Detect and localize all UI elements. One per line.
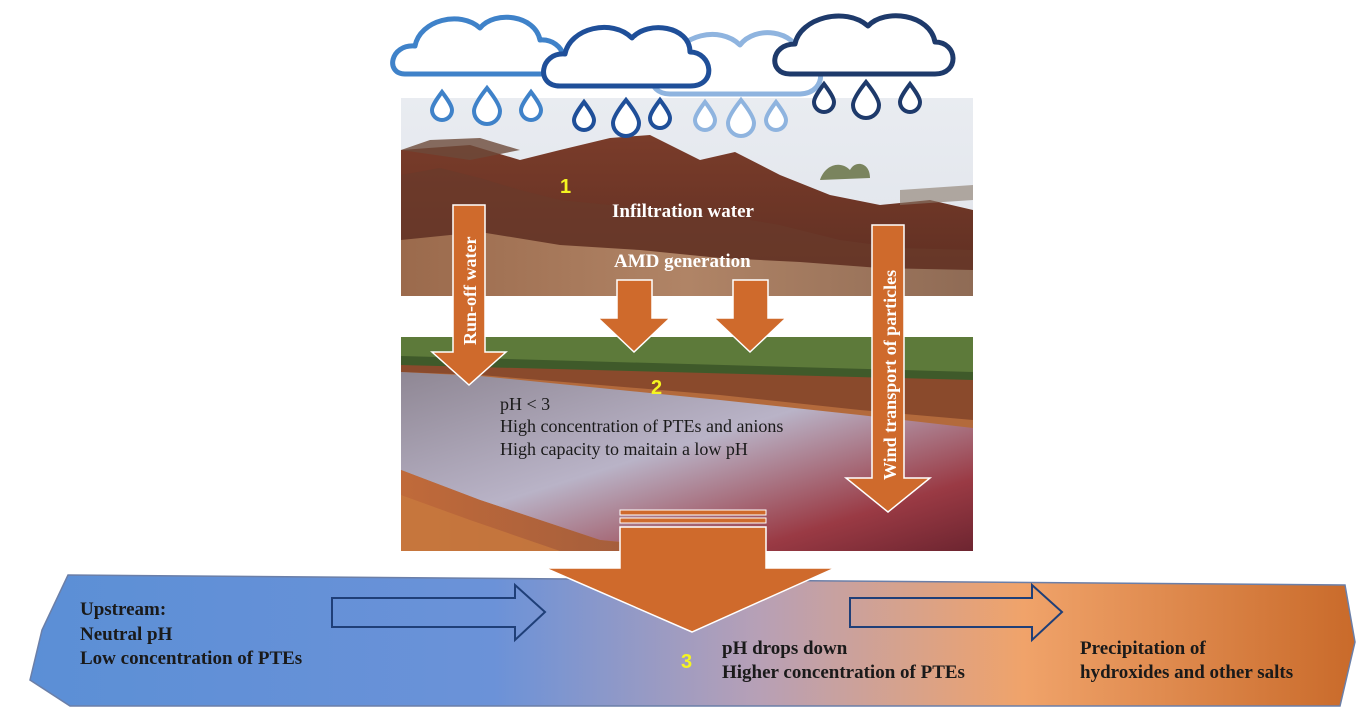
flow-arrow-right [849,582,1064,643]
pond-text: pH < 3 High concentration of PTEs and an… [500,394,783,459]
river [29,574,1356,707]
raindrop-icon [692,96,789,138]
infiltration-label: Infiltration water [612,201,755,222]
precip-line: Precipitation of [1080,638,1206,659]
number-1: 1 [560,176,571,198]
cloud-icon [772,13,956,77]
pond-line: High capacity to maitain a low pH [500,439,748,459]
raindrops [429,78,923,138]
mid-line: Higher concentration of PTEs [722,662,965,683]
cloud-icon [390,14,567,77]
flow-arrow-left [331,582,547,643]
raindrop-icon [811,78,923,120]
tailings-photo [401,98,973,296]
cloud-icon [541,25,712,89]
mid-line: pH drops down [722,638,848,659]
pond-line: High concentration of PTEs and anions [500,416,783,436]
upstream-line: Neutral pH [80,624,173,645]
precip-line: hydroxides and other salts [1080,662,1293,683]
raindrop-icon [571,96,673,138]
amd-arrows [596,279,788,354]
runoff-label: Run-off water [460,237,480,345]
precip-text: Precipitation of hydroxides and other sa… [1080,638,1293,683]
amd-label: AMD generation [614,251,751,272]
number-2: 2 [651,377,662,399]
pond-line: pH < 3 [500,394,550,414]
upstream-line: Low concentration of PTEs [80,648,302,669]
wind-arrow: Wind transport of particles [843,224,933,513]
clouds [390,13,956,97]
discharge-arrow [544,509,836,633]
mid-text: pH drops down Higher concentration of PT… [722,638,965,683]
raindrop-icon [429,84,544,126]
runoff-arrow: Run-off water [430,204,508,387]
upstream-line: Upstream: [80,599,166,620]
number-3: 3 [681,651,692,673]
upstream-text: Upstream: Neutral pH Low concentration o… [80,599,302,669]
wind-label: Wind transport of particles [880,270,900,480]
